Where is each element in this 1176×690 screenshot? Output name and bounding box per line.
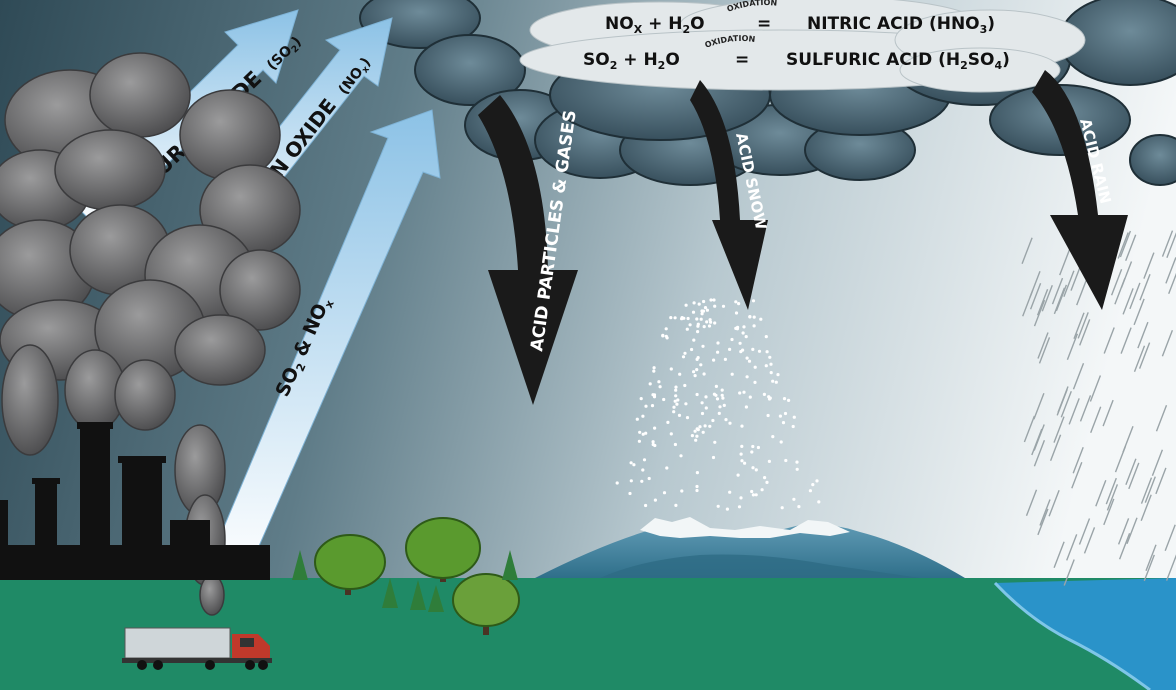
arrow-acid-rain: [1032, 70, 1128, 310]
arrow-acid-particles: [478, 95, 578, 405]
arrow-so2-nox: [209, 109, 441, 579]
lake: [995, 578, 1176, 690]
equation-cloud: [519, 0, 1086, 93]
mountains: [535, 517, 965, 578]
trees: [292, 517, 520, 635]
equation-nitric-equals: =: [757, 14, 771, 34]
equation-sulfuric: SO2 + H2O: [583, 50, 680, 72]
smoke-clouds: [0, 52, 301, 616]
equation-sulfuric-product: SULFURIC ACID (H2SO4): [786, 50, 1010, 72]
arrow-acid-snow: [690, 80, 768, 310]
lake-shore: [993, 581, 1151, 690]
equation-sulfuric-equals: =: [735, 50, 749, 70]
snow-dots: [615, 298, 821, 511]
equation-nitric-product: NITRIC ACID (HNO3): [807, 14, 995, 36]
equation-nitric: NOX + H2O: [605, 14, 705, 36]
truck: [122, 627, 272, 670]
factory: [0, 422, 270, 580]
